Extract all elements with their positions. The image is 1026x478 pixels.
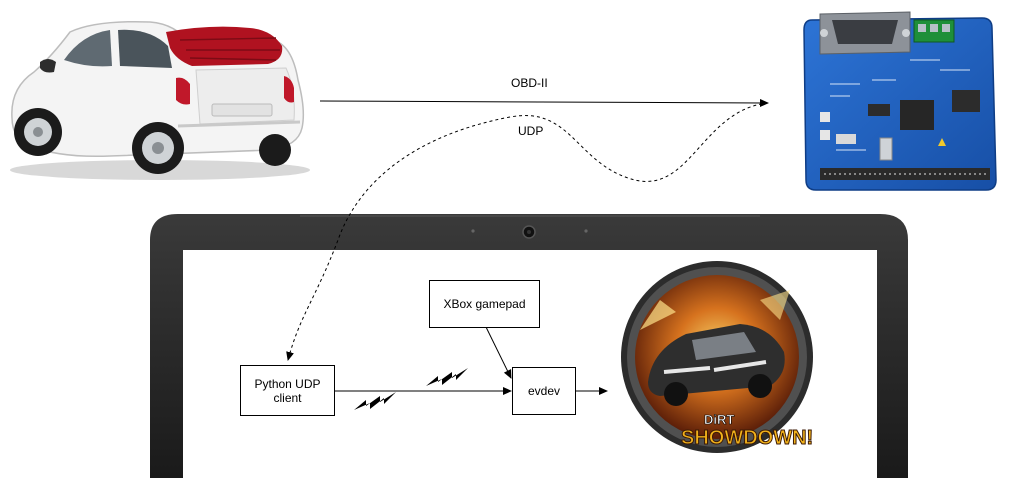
wireless-signal-icon xyxy=(354,368,468,410)
obd-label: OBD-II xyxy=(511,76,548,90)
gamepad-node: XBox gamepad xyxy=(429,280,540,328)
obd-connector xyxy=(319,98,769,107)
udp-connector xyxy=(286,102,769,361)
evdev-label: evdev xyxy=(527,384,561,398)
evdev-node: evdev xyxy=(512,367,576,415)
gamepad-to-evdev-connector xyxy=(485,326,512,379)
python-label-line2: client xyxy=(273,390,302,405)
logo-word-dirt: DiRT xyxy=(704,412,734,427)
car-icon xyxy=(10,20,310,180)
python-udp-client-node: Python UDP client xyxy=(240,365,335,416)
can-bus-board-icon xyxy=(803,11,997,191)
udp-label: UDP xyxy=(518,124,544,138)
logo-word-showdown: SHOWDOWN! xyxy=(681,427,813,449)
python-label-line1: Python UDP xyxy=(254,376,321,391)
gamepad-label: XBox gamepad xyxy=(443,297,526,311)
dirt-showdown-logo-icon xyxy=(621,261,813,453)
